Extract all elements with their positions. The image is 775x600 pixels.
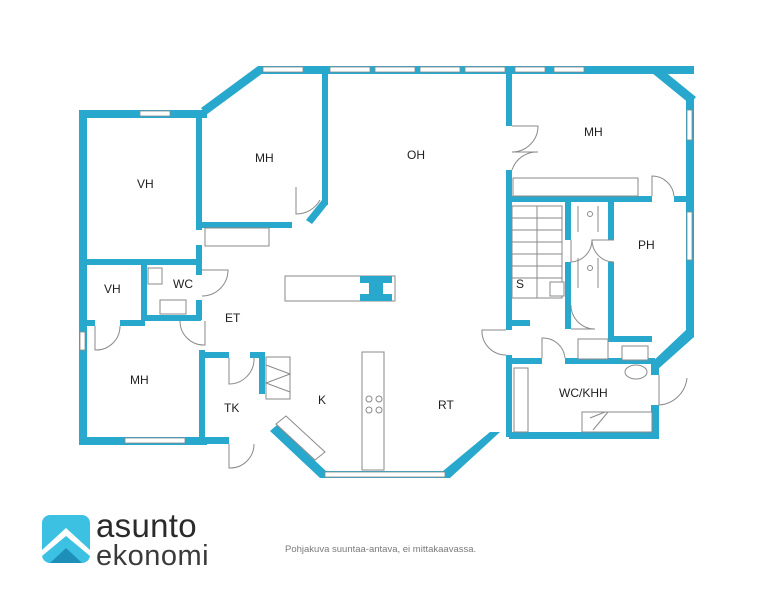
- logo-word-ekonomi: ekonomi: [96, 540, 210, 572]
- doors: [94, 125, 688, 469]
- room-label-s: S: [516, 277, 525, 291]
- room-label-k: K: [318, 393, 327, 407]
- room-label-wc-khh: WC/KHH: [559, 386, 608, 400]
- interior-walls: [79, 70, 688, 445]
- room-label-vh-large: VH: [137, 177, 154, 191]
- room-label-wc: WC: [173, 277, 193, 291]
- windows: [79, 66, 693, 478]
- room-label-oh: OH: [407, 148, 425, 162]
- fireplace-block: [360, 276, 392, 301]
- room-label-rt: RT: [438, 398, 454, 412]
- room-label-mh-top-right: MH: [584, 125, 603, 139]
- logo-word-asunto: asunto: [96, 507, 197, 544]
- room-label-mh-top-left: MH: [255, 151, 274, 165]
- room-label-mh-bottom-left: MH: [130, 373, 149, 387]
- room-label-vh-small: VH: [104, 282, 121, 296]
- fixtures: [147, 177, 653, 471]
- room-label-et: ET: [225, 311, 241, 325]
- room-label-tk: TK: [224, 401, 240, 415]
- disclaimer-text: Pohjakuva suuntaa-antava, ei mittakaavas…: [285, 544, 477, 555]
- room-label-ph: PH: [638, 238, 655, 252]
- asuntoekonomi-logo-icon: [42, 515, 90, 563]
